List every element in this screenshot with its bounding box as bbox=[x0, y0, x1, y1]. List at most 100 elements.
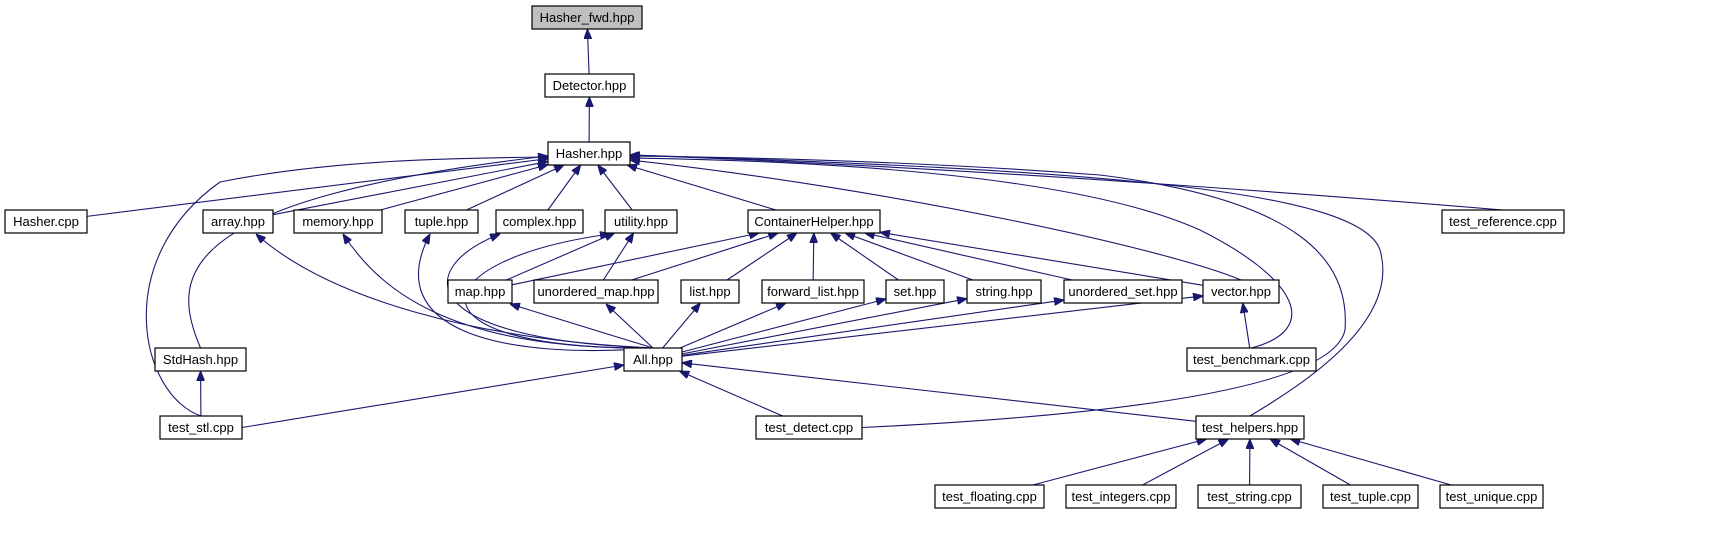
node-string[interactable]: string.hpp bbox=[966, 279, 1042, 304]
node-test-unique[interactable]: test_unique.cpp bbox=[1439, 484, 1544, 509]
node-all[interactable]: All.hpp bbox=[623, 347, 683, 372]
node-label: Detector.hpp bbox=[553, 78, 627, 93]
node-list[interactable]: list.hpp bbox=[680, 279, 740, 304]
edge-test-helpers-to-all bbox=[682, 363, 1197, 422]
node-label: ContainerHelper.hpp bbox=[754, 214, 873, 229]
edge-all-to-list bbox=[662, 303, 701, 349]
edge-unordered-map-to-utility bbox=[602, 233, 633, 281]
node-box bbox=[680, 279, 740, 304]
edge-all-to-string bbox=[681, 299, 967, 355]
edge-all-to-unordered-map bbox=[606, 304, 654, 349]
node-label: test_unique.cpp bbox=[1446, 489, 1538, 504]
edge-string-to-container-helper bbox=[845, 233, 973, 281]
node-test-stl[interactable]: test_stl.cpp bbox=[159, 415, 243, 440]
node-label: test_benchmark.cpp bbox=[1193, 352, 1310, 367]
node-label: list.hpp bbox=[689, 284, 730, 299]
edge-memory-to-hasher bbox=[380, 165, 548, 211]
edge-test-floating-to-test-helpers bbox=[1032, 439, 1207, 486]
node-label: test_string.cpp bbox=[1207, 489, 1292, 504]
node-label: test_detect.cpp bbox=[765, 420, 853, 435]
edge-container-helper-to-hasher bbox=[627, 165, 777, 211]
node-box bbox=[1186, 347, 1317, 372]
edge-hasher-cpp-to-hasher bbox=[86, 159, 548, 217]
node-label: test_helpers.hpp bbox=[1202, 420, 1298, 435]
node-box bbox=[495, 209, 584, 234]
node-label: Hasher_fwd.hpp bbox=[540, 10, 635, 25]
node-label: test_stl.cpp bbox=[168, 420, 234, 435]
node-label: vector.hpp bbox=[1211, 284, 1271, 299]
node-label: test_floating.cpp bbox=[942, 489, 1037, 504]
node-unordered-map[interactable]: unordered_map.hpp bbox=[533, 279, 659, 304]
node-test-tuple[interactable]: test_tuple.cpp bbox=[1322, 484, 1419, 509]
node-box bbox=[1202, 279, 1280, 304]
edge-map-to-utility bbox=[506, 233, 614, 281]
node-array[interactable]: array.hpp bbox=[202, 209, 274, 234]
node-hasher[interactable]: Hasher.hpp bbox=[547, 141, 631, 166]
edge-test-helpers-to-hasher bbox=[630, 155, 1384, 417]
node-test-floating[interactable]: test_floating.cpp bbox=[934, 484, 1045, 509]
node-box bbox=[1322, 484, 1419, 509]
node-unordered-set[interactable]: unordered_set.hpp bbox=[1063, 279, 1183, 304]
node-label: utility.hpp bbox=[614, 214, 668, 229]
edge-test-tuple-to-test-helpers bbox=[1270, 439, 1351, 486]
edge-test-detect-to-hasher bbox=[630, 156, 1346, 429]
node-test-detect[interactable]: test_detect.cpp bbox=[755, 415, 863, 440]
edge-all-to-unordered-set bbox=[681, 300, 1064, 356]
node-vector[interactable]: vector.hpp bbox=[1202, 279, 1280, 304]
node-box bbox=[755, 415, 863, 440]
node-label: array.hpp bbox=[211, 214, 265, 229]
node-box bbox=[934, 484, 1045, 509]
node-test-integers[interactable]: test_integers.cpp bbox=[1065, 484, 1177, 509]
node-label: tuple.hpp bbox=[415, 214, 469, 229]
edge-map-to-container-helper bbox=[511, 233, 759, 286]
node-utility[interactable]: utility.hpp bbox=[604, 209, 678, 234]
edge-utility-to-hasher bbox=[598, 165, 633, 211]
node-box bbox=[885, 279, 945, 304]
edge-vector-to-container-helper bbox=[880, 232, 1204, 286]
node-label: unordered_set.hpp bbox=[1068, 284, 1177, 299]
node-tuple[interactable]: tuple.hpp bbox=[404, 209, 479, 234]
node-detector[interactable]: Detector.hpp bbox=[544, 73, 635, 98]
node-hasher-fwd: Hasher_fwd.hpp bbox=[531, 5, 643, 30]
node-box bbox=[293, 209, 383, 234]
edge-stdhash-to-hasher bbox=[188, 156, 548, 349]
node-stdhash[interactable]: StdHash.hpp bbox=[154, 347, 247, 372]
node-container-helper[interactable]: ContainerHelper.hpp bbox=[747, 209, 881, 234]
node-complex[interactable]: complex.hpp bbox=[495, 209, 584, 234]
node-hasher-cpp[interactable]: Hasher.cpp bbox=[4, 209, 88, 234]
node-label: complex.hpp bbox=[503, 214, 577, 229]
node-box bbox=[547, 141, 631, 166]
node-box bbox=[404, 209, 479, 234]
node-test-helpers[interactable]: test_helpers.hpp bbox=[1195, 415, 1305, 440]
edge-test-integers-to-test-helpers bbox=[1142, 439, 1229, 486]
node-label: test_tuple.cpp bbox=[1330, 489, 1411, 504]
node-map[interactable]: map.hpp bbox=[447, 279, 513, 304]
edge-set-to-container-helper bbox=[831, 233, 899, 281]
edge-vector-to-hasher bbox=[630, 160, 1242, 281]
edge-all-to-vector bbox=[681, 296, 1203, 357]
node-label: test_integers.cpp bbox=[1071, 489, 1170, 504]
node-box bbox=[761, 279, 865, 304]
node-box bbox=[154, 347, 247, 372]
node-test-benchmark[interactable]: test_benchmark.cpp bbox=[1186, 347, 1317, 372]
edge-test-stl-to-all bbox=[241, 365, 624, 429]
edge-test-benchmark-to-hasher bbox=[630, 158, 1293, 349]
node-memory[interactable]: memory.hpp bbox=[293, 209, 383, 234]
node-label: string.hpp bbox=[975, 284, 1032, 299]
edge-test-detect-to-all bbox=[679, 371, 783, 417]
node-box bbox=[4, 209, 88, 234]
node-test-reference[interactable]: test_reference.cpp bbox=[1441, 209, 1565, 234]
node-test-string[interactable]: test_string.cpp bbox=[1197, 484, 1302, 509]
edge-unordered-set-to-container-helper bbox=[865, 233, 1073, 281]
edge-test-benchmark-to-vector bbox=[1243, 303, 1251, 349]
node-label: All.hpp bbox=[633, 352, 673, 367]
node-layer: Hasher_fwd.hppDetector.hppHasher.hppHash… bbox=[4, 5, 1565, 509]
edge-list-to-container-helper bbox=[726, 233, 797, 281]
node-box bbox=[544, 73, 635, 98]
node-box bbox=[533, 279, 659, 304]
node-label: unordered_map.hpp bbox=[537, 284, 654, 299]
node-label: StdHash.hpp bbox=[163, 352, 238, 367]
node-forward-list[interactable]: forward_list.hpp bbox=[761, 279, 865, 304]
node-set[interactable]: set.hpp bbox=[885, 279, 945, 304]
